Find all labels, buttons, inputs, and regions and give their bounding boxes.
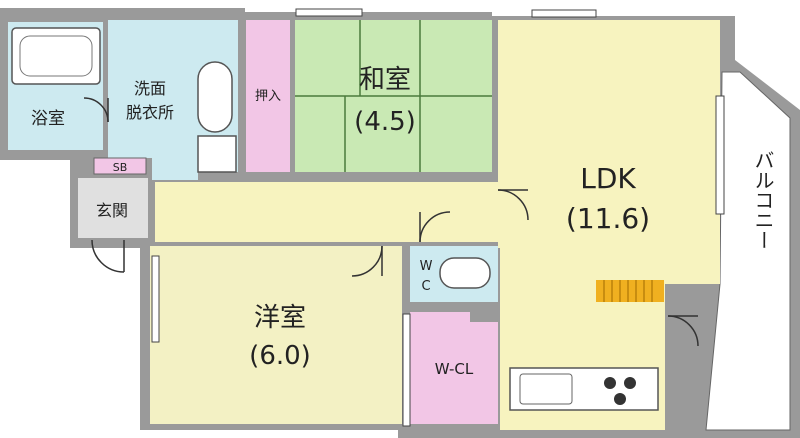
- label-wcl: W-CL: [435, 360, 474, 378]
- room-entrance: [78, 178, 148, 238]
- label-shoebox: SB: [113, 161, 128, 174]
- step-strip: [596, 280, 664, 302]
- label-entrance: 玄関: [96, 201, 128, 220]
- label-dressing-2: 脱衣所: [126, 103, 174, 122]
- closet-oshiire: [246, 20, 290, 172]
- washing-machine-pan: [197, 135, 237, 173]
- label-youshitsu: 洋室: [254, 303, 306, 333]
- label-washitsu: 和室: [359, 65, 411, 95]
- label-bath: 浴室: [31, 109, 65, 129]
- label-washitsu-size: (4.5): [354, 107, 416, 137]
- room-ldk: [498, 20, 720, 430]
- vanity-basin: [197, 61, 233, 133]
- toilet: [439, 257, 491, 289]
- gas-stove: [604, 377, 636, 405]
- label-wc-2: C: [421, 279, 430, 294]
- label-oshiire: 押入: [255, 89, 281, 104]
- shoebox-sb: [93, 157, 147, 175]
- label-balcony: バルコニー: [751, 150, 775, 250]
- tatami-lines: [295, 20, 492, 172]
- corridor: [155, 182, 500, 242]
- bathtub-inner: [19, 35, 93, 77]
- label-ldk-size: (11.6): [566, 202, 650, 235]
- doors: [83, 97, 699, 347]
- label-wc-1: W: [420, 259, 433, 274]
- label-dressing-1: 洗面: [134, 79, 166, 98]
- windows: [151, 8, 725, 427]
- label-youshitsu-size: (6.0): [249, 341, 311, 371]
- balcony: [705, 71, 791, 431]
- label-ldk: LDK: [580, 162, 636, 195]
- step-strip-lines: [603, 280, 653, 302]
- closet-wcl: [410, 312, 498, 424]
- kitchen-sink: [519, 373, 573, 405]
